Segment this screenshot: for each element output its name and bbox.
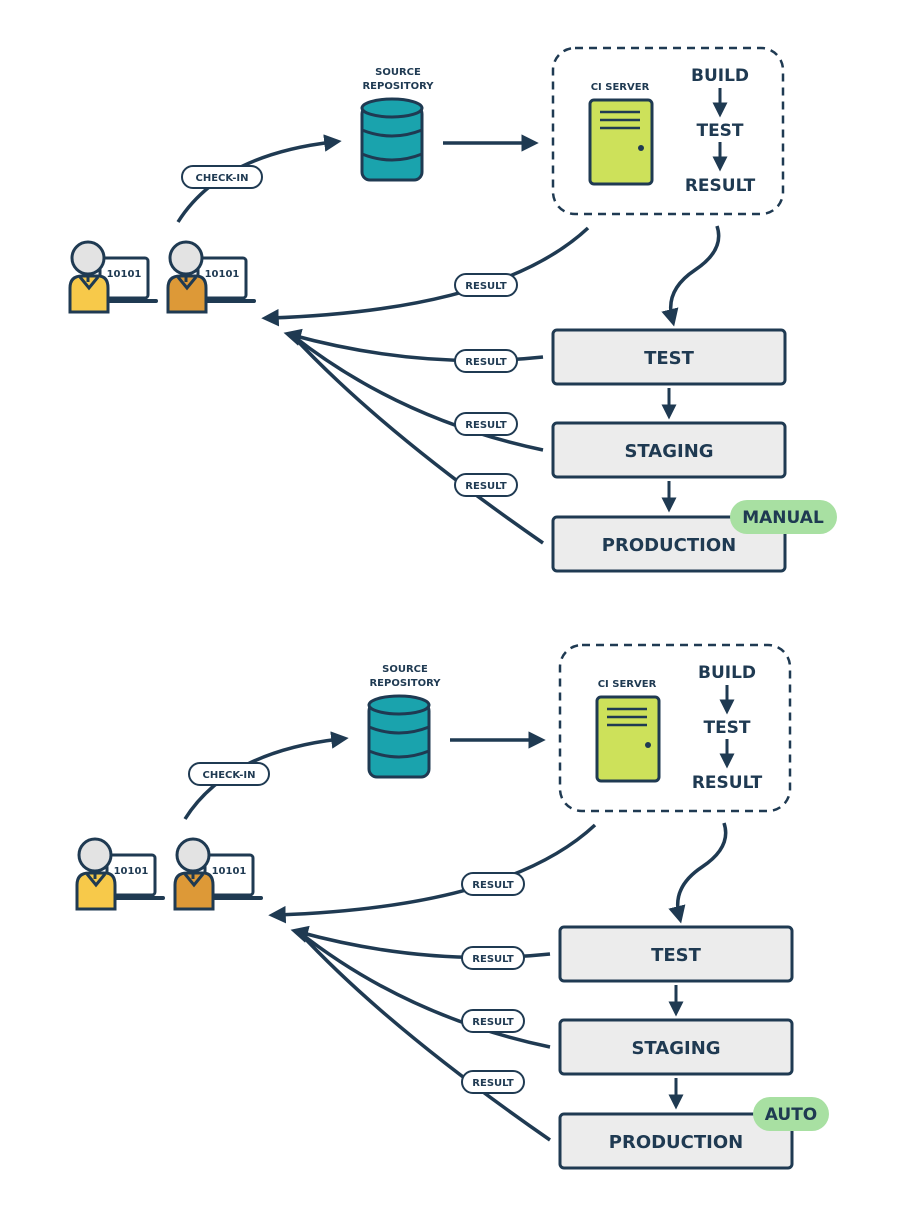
code-text: 10101 <box>107 269 142 280</box>
developer-2: 10101 <box>173 837 263 911</box>
stage-production-label: PRODUCTION <box>602 535 736 556</box>
production-result-label: RESULT <box>472 1078 514 1089</box>
diagram-auto: 10101 10101 CHECK-IN SOURCE REPOSITORY <box>75 643 829 1170</box>
staging-result-arrow <box>290 333 544 452</box>
ci-test-label: TEST <box>703 718 750 738</box>
checkin-label: CHECK-IN <box>203 770 256 781</box>
database-icon <box>360 97 424 182</box>
test-result-pill: RESULT <box>461 946 525 970</box>
staging-result-pill: RESULT <box>461 1009 525 1033</box>
ci-result-pill-label: RESULT <box>472 880 514 891</box>
ci-result-pill-label: RESULT <box>465 281 507 292</box>
diagram-manual: 10101 10101 CHECK-IN SOURCE REPOSITORY <box>68 46 837 573</box>
code-text: 10101 <box>212 866 247 877</box>
stage-staging-label: STAGING <box>624 441 713 462</box>
stage-staging: STAGING <box>551 421 787 479</box>
staging-result-arrow <box>297 930 551 1049</box>
ci-result-arrow <box>261 226 590 327</box>
stage-test-label: TEST <box>644 348 695 369</box>
database-icon <box>367 694 431 779</box>
repo-label-line1: SOURCE <box>375 67 421 78</box>
production-result-pill: RESULT <box>461 1070 525 1094</box>
ci-result-label: RESULT <box>685 176 756 196</box>
stage-production: PRODUCTION <box>558 1112 794 1170</box>
manual-badge-label: MANUAL <box>742 508 824 528</box>
ci-to-test-arrow <box>668 822 728 924</box>
ci-test-label: TEST <box>696 121 743 141</box>
test-result-label: RESULT <box>465 357 507 368</box>
checkin-pill: CHECK-IN <box>181 165 263 189</box>
stage-test: TEST <box>558 925 794 983</box>
test-result-pill: RESULT <box>454 349 518 373</box>
test-result-label: RESULT <box>472 954 514 965</box>
server-icon <box>595 695 661 783</box>
repo-label-line2: REPOSITORY <box>362 81 434 92</box>
ci-result-pill: RESULT <box>461 872 525 896</box>
ci-result-arrow <box>268 823 597 924</box>
code-text: 10101 <box>205 269 240 280</box>
staging-result-pill: RESULT <box>454 412 518 436</box>
checkin-label: CHECK-IN <box>196 173 249 184</box>
stage-production-label: PRODUCTION <box>609 1132 743 1153</box>
auto-badge-label: AUTO <box>765 1105 818 1125</box>
stage-staging: STAGING <box>558 1018 794 1076</box>
server-icon <box>588 98 654 186</box>
staging-result-label: RESULT <box>472 1017 514 1028</box>
ci-result-label: RESULT <box>692 773 763 793</box>
production-result-label: RESULT <box>465 481 507 492</box>
developer-1: 10101 <box>75 837 165 911</box>
production-result-arrow <box>290 333 544 545</box>
manual-badge: MANUAL <box>730 500 837 534</box>
production-result-pill: RESULT <box>454 473 518 497</box>
ci-result-pill: RESULT <box>454 273 518 297</box>
stage-test: TEST <box>551 328 787 386</box>
auto-badge: AUTO <box>753 1097 829 1131</box>
staging-result-label: RESULT <box>465 420 507 431</box>
ci-server-label: CI SERVER <box>598 679 657 690</box>
ci-server-label: CI SERVER <box>591 82 650 93</box>
repo-label-line2: REPOSITORY <box>369 678 441 689</box>
stage-test-label: TEST <box>651 945 702 966</box>
stage-production: PRODUCTION <box>551 515 787 573</box>
code-text: 10101 <box>114 866 149 877</box>
stage-staging-label: STAGING <box>631 1038 720 1059</box>
developer-2: 10101 <box>166 240 256 314</box>
ci-to-test-arrow <box>661 225 721 327</box>
build-label: BUILD <box>698 663 756 683</box>
production-result-arrow <box>297 930 551 1142</box>
developer-1: 10101 <box>68 240 158 314</box>
build-label: BUILD <box>691 66 749 86</box>
checkin-pill: CHECK-IN <box>188 762 270 786</box>
repo-label-line1: SOURCE <box>382 664 428 675</box>
